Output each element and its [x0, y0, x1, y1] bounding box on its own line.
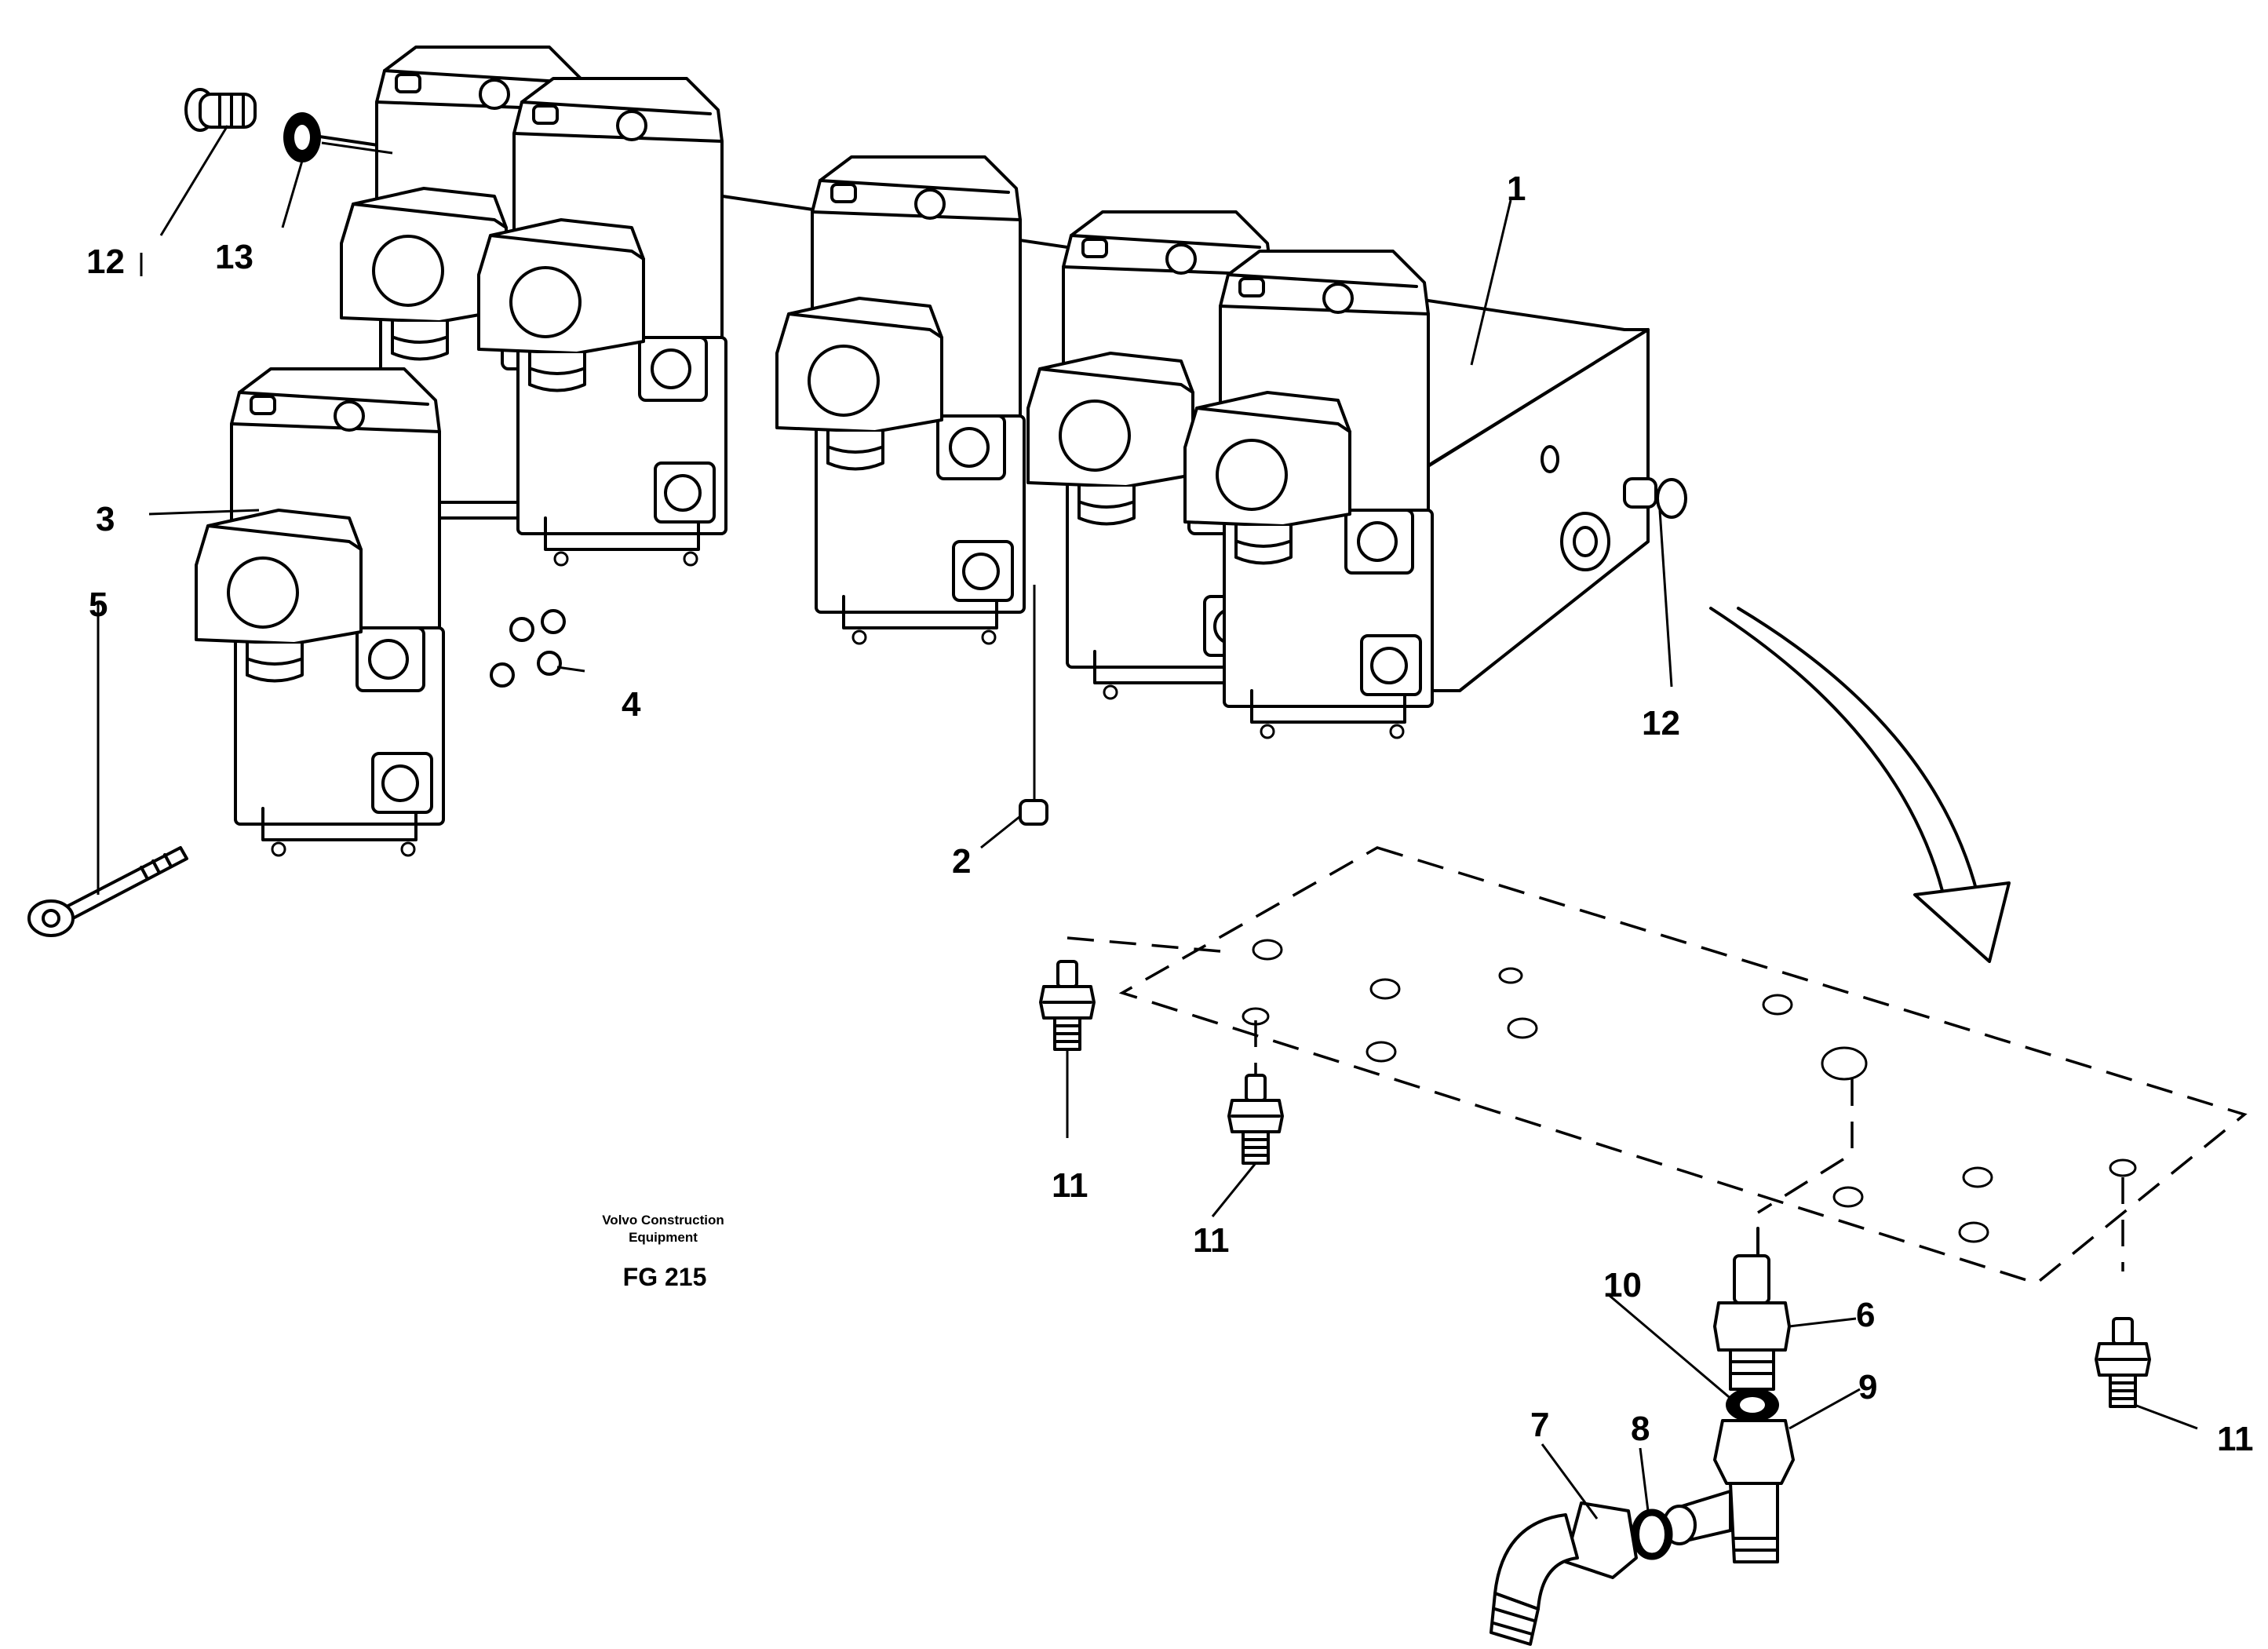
- callout-12: 12: [1642, 704, 1680, 742]
- mounting-bolt: [27, 846, 188, 937]
- callout-8: 8: [1631, 1410, 1650, 1448]
- nipple-fitting: [2095, 1317, 2151, 1408]
- callout-7: 7: [1530, 1406, 1549, 1444]
- callout-10: 10: [1603, 1266, 1642, 1304]
- adapter-fitting: [1713, 1227, 1791, 1391]
- elbow-fitting: [1490, 1501, 1638, 1646]
- callout-9: 9: [1858, 1368, 1877, 1406]
- callout-6: 6: [1856, 1296, 1875, 1334]
- nipple-fitting: [1039, 960, 1096, 1051]
- view-arrow: [1709, 607, 1944, 892]
- callout-11: 11: [1052, 1166, 1088, 1205]
- figure-code: FG 215: [623, 1263, 707, 1291]
- callout-2: 2: [952, 842, 971, 881]
- nipple-fitting: [1227, 1074, 1284, 1165]
- tee-fitting: [1662, 1419, 1795, 1563]
- plug: [1019, 799, 1048, 826]
- callout-1: 1: [1507, 170, 1526, 208]
- solenoid-valve: [775, 155, 1026, 645]
- callout-3: 3: [96, 500, 115, 538]
- caption-maker-line1: Volvo Construction: [602, 1213, 724, 1228]
- callout-13: 13: [215, 238, 253, 276]
- plate-holes: [1242, 939, 2137, 1243]
- o-ring-set: [490, 609, 566, 688]
- underside-plate: [1118, 846, 2248, 1285]
- callout-12: 12: [86, 243, 125, 281]
- callout-4: 4: [622, 685, 641, 724]
- callout-5: 5: [89, 586, 108, 624]
- solenoid-valve-front: [195, 367, 445, 857]
- callout-11: 11: [2217, 1420, 2254, 1458]
- end-plug: [1623, 477, 1687, 519]
- callout-11: 11: [1193, 1221, 1230, 1260]
- caption-maker-line2: Equipment: [629, 1230, 698, 1245]
- leader-lines: [97, 125, 1861, 1519]
- view-arrow-head: [1913, 881, 2011, 963]
